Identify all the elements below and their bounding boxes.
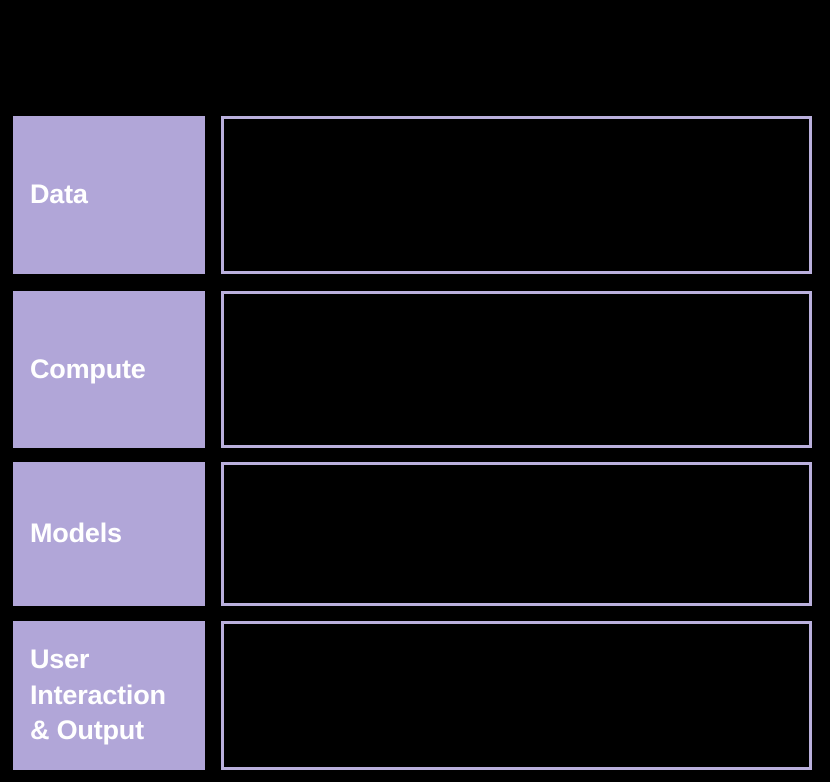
row-label-text: Data xyxy=(30,179,88,210)
table-row: Models xyxy=(0,462,830,606)
table-row: Compute xyxy=(0,291,830,448)
row-label-cell-user-interaction-output[interactable]: User Interaction & Output xyxy=(13,621,205,770)
row-label-cell-data[interactable]: Data xyxy=(13,116,205,274)
row-content-box-user-interaction-output[interactable] xyxy=(221,621,812,770)
row-label-text: Models xyxy=(30,518,122,549)
row-content-text xyxy=(224,119,809,271)
row-content-text xyxy=(224,294,809,445)
slide-header-area xyxy=(0,0,830,110)
table-row: User Interaction & Output xyxy=(0,621,830,770)
row-content-text xyxy=(224,465,809,603)
row-label-cell-compute[interactable]: Compute xyxy=(13,291,205,448)
row-label-text: Compute xyxy=(30,353,146,384)
row-label-cell-models[interactable]: Models xyxy=(13,462,205,606)
row-content-box-models[interactable] xyxy=(221,462,812,606)
row-content-text xyxy=(224,624,809,767)
row-label-text: User Interaction & Output xyxy=(30,643,166,746)
table-row: Data xyxy=(0,116,830,274)
row-content-box-compute[interactable] xyxy=(221,291,812,448)
row-content-box-data[interactable] xyxy=(221,116,812,274)
